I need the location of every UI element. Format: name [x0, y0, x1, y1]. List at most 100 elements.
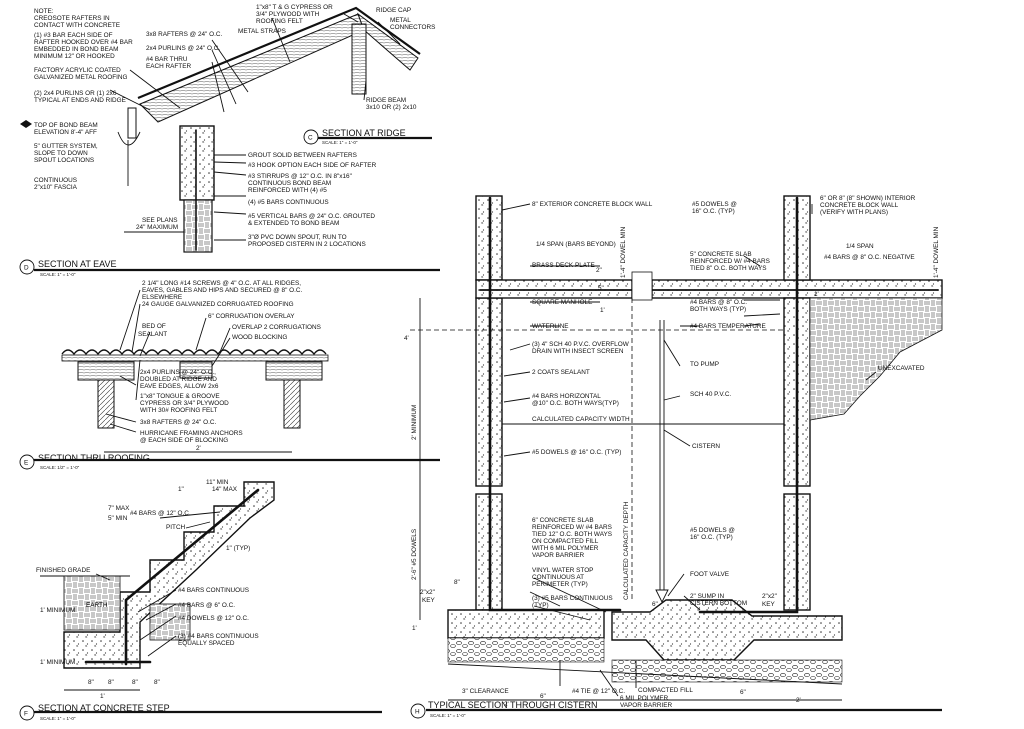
step-cont3a: (3) #4 BARS CONTINUOUS — [178, 633, 259, 640]
roofing-p1: 2x4 PURLINS @ 24" O.C., — [140, 369, 216, 376]
cistern-dcol: 1' — [814, 291, 819, 298]
roofing-plywood — [61, 354, 329, 362]
roofing-hur1: HURRICANE FRAMING ANCHORS — [140, 430, 243, 437]
ridge-purl1: (2) 2x4 PURLINS OR (1) 2x6 — [34, 90, 117, 97]
roofing-t2: CYPRESS OR 3/4" PLYWOOD — [140, 400, 229, 407]
ridge-tg3: ROOFING FELT — [256, 18, 303, 25]
ridge-rb1: RIDGE BEAM — [366, 97, 406, 104]
cistern-both2: BOTH WAYS (TYP) — [690, 306, 746, 313]
cistern-tie: #4 TIE @ 12" O.C. — [572, 688, 625, 695]
rafter-right — [283, 379, 301, 429]
ridge-gut3: SPOUT LOCATIONS — [34, 157, 94, 164]
roofing-letter: E — [24, 460, 28, 467]
cistern-foot: FOOT VALVE — [690, 571, 729, 578]
cistern-ldow2: 16" O.C. (TYP) — [690, 534, 733, 541]
step-cont3b: EQUALLY SPACED — [178, 640, 235, 647]
cistern-span2: 1/4 SPAN — [846, 243, 874, 250]
cistern-rslab1: 5" CONCRETE SLAB — [690, 251, 752, 258]
ridge-bar4: MINIMUM 12" OR HOOKED — [34, 53, 115, 60]
cistern-title: TYPICAL SECTION THROUGH CISTERN — [428, 700, 598, 710]
cistern-cont2: (TYP) — [532, 602, 549, 609]
unexcavated-earth — [809, 297, 943, 421]
ridge-vert1: #5 VERTICAL BARS @ 24" O.C. GROUTED — [248, 213, 375, 220]
ridge-fascia — [127, 107, 137, 139]
compacted-fill-right — [611, 659, 843, 683]
ridge-gut1: 5" GUTTER SYSTEM, — [34, 143, 98, 150]
cistern-stop1: VINYL WATER STOP — [532, 567, 593, 574]
ridge-thru2: EACH RAFTER — [146, 63, 191, 70]
purlin-left — [77, 361, 135, 381]
roofing-scr1: 2 1/4" LONG #14 SCREWS @ 4" O.C. AT ALL … — [142, 280, 301, 287]
cistern-drain2: DRAIN WITH INSECT SCREEN — [532, 348, 624, 355]
cistern-brass: BRASS DECK PLATE — [532, 262, 595, 269]
cistern-key3: 2"x2" — [762, 593, 777, 600]
step-earth: EARTH — [86, 602, 108, 609]
cistern-rslab3: TIED 8" O.C. BOTH WAYS — [690, 265, 766, 272]
cistern-dow16: #5 DOWELS @ 16" O.C. (TYP) — [532, 449, 621, 456]
cistern-both1: #4 BARS @ 8" O.C. — [690, 299, 747, 306]
cistern-temp: #4 BARS TEMPERATURE — [690, 323, 766, 330]
cistern-slab4: ON COMPACTED FILL — [532, 538, 599, 545]
cistern-drain1: (3) 4" SCH 40 P.V.C. OVERFLOW — [532, 341, 630, 348]
step-title: SECTION AT CONCRETE STEP — [38, 703, 170, 713]
cistern-slab2: REINFORCED W/ #4 BARS — [532, 524, 612, 531]
corrugated-roofing — [61, 349, 327, 356]
ridge-fas2: 2"x10" FASCIA — [34, 184, 78, 191]
ridge-note2: CREOSOTE RAFTERS IN — [34, 15, 110, 22]
cistern-clear: 3" CLEARANCE — [462, 688, 509, 695]
cistern-slab5: WITH 6 MIL POLYMER — [532, 545, 599, 552]
cistern-scale: SCALE: 1" = 1'-0" — [430, 713, 466, 718]
roofing-t1: 1"x8" TONGUE & GROOVE — [140, 393, 220, 400]
cistern-neg: #4 BARS @ 8" O.C. NEGATIVE — [824, 254, 915, 261]
ridge-purl24: 2x4 PURLINS @ 24" O.C. — [146, 45, 220, 52]
cistern-d8: 8" — [454, 579, 460, 586]
cistern-d1b: 1' — [412, 625, 417, 632]
cistern-int1: 6" OR 8" (8" SHOWN) INTERIOR — [820, 195, 916, 202]
manhole-opening — [631, 271, 653, 301]
step-min5: 5" MIN — [108, 515, 128, 522]
ridge-raft: 3x8 RAFTERS @ 24" O.C. — [146, 31, 222, 38]
ridge-stir3: REINFORCED WITH (4) #5 — [248, 187, 327, 194]
step-min1b: 1' MINIMUM — [40, 659, 75, 666]
ridge-tg1: 1"x8" T & G CYPRESS OR — [256, 4, 333, 11]
roofing-p3: EAVE EDGES, ALLOW 2x6 — [140, 383, 219, 390]
step-typ: 1" (TYP) — [226, 545, 250, 552]
ridge-straps: METAL STRAPS — [238, 28, 286, 35]
cistern-d1: 1' — [600, 307, 605, 314]
ridge-metal-roofing — [137, 6, 421, 100]
cistern-int3: (VERIFY WITH PLANS) — [820, 209, 888, 216]
step-section: F SECTION AT CONCRETE STEP SCALE: 1" = 1… — [19, 479, 382, 721]
eave-letter: D — [24, 265, 29, 272]
ridge-pvc1: 3"Ø PVC DOWN SPOUT, RUN TO — [248, 234, 347, 241]
ridge-cont: (4) #5 BARS CONTINUOUS — [248, 199, 329, 206]
step-cont: #4 BARS CONTINUOUS — [178, 587, 249, 594]
ridge-leaders — [109, 13, 401, 241]
cistern-pump: TO PUMP — [690, 361, 719, 368]
ridge-note1: NOTE: — [34, 8, 54, 15]
roofing-t3: WITH 30# ROOFING FELT — [140, 407, 217, 414]
cistern-d2b: 2' — [504, 701, 509, 708]
step-earth-right — [149, 603, 191, 641]
ridge-acryl1: FACTORY ACRYLIC COATED — [34, 67, 121, 74]
eave-section-title: D SECTION AT EAVE SCALE: 1" = 1'-0" — [19, 259, 440, 277]
cistern-rdow2: 16" O.C. (TYP) — [692, 208, 735, 215]
cistern-rslab2: REINFORCED W/ #4 BARS — [690, 258, 770, 265]
roofing-dim-label: 2' — [196, 445, 201, 452]
ridge-plans1: SEE PLANS — [142, 217, 178, 224]
cistern-span1: 1/4 SPAN (BARS BEYOND) — [536, 241, 616, 248]
compacted-fill-left — [447, 637, 605, 663]
roofing-scr2: EAVES, GABLES AND HIPS AND SECURED @ 8" … — [142, 287, 303, 294]
step-d8d: 8" — [154, 679, 160, 686]
cistern-ext: 8" EXTERIOR CONCRETE BLOCK WALL — [532, 201, 653, 208]
ridge-bond2: ELEVATION 8'-4" AFF — [34, 129, 97, 136]
cistern-stop3: PERIMETER (TYP) — [532, 581, 588, 588]
section-d-tag — [19, 259, 35, 275]
cistern-d6c: 6" — [652, 601, 658, 608]
cistern-leaders — [501, 203, 877, 697]
roofing-block: WOOD BLOCKING — [232, 334, 287, 341]
cistern-d6b: 6" — [740, 689, 746, 696]
cistern-d4: 4' — [404, 335, 409, 342]
ridge-rb2: 3x10 OR (2) 2x10 — [366, 104, 417, 111]
step-dow12: #4 DOWELS @ 12" O.C. — [178, 615, 249, 622]
